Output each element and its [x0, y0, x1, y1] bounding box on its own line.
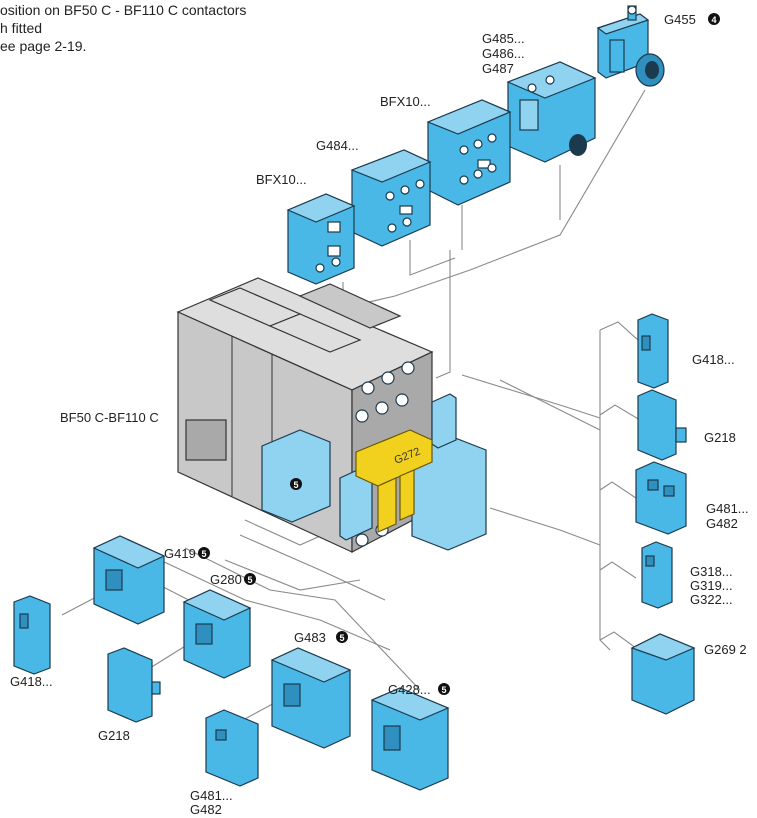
g318-label-2: G319... [690, 578, 733, 593]
g280-label: G280 [210, 572, 242, 587]
svg-text:5: 5 [441, 685, 446, 695]
svg-text:5: 5 [247, 575, 252, 585]
g483-note-badge: 5 [336, 631, 348, 643]
intro-note-line3: ee page 2-19. [0, 38, 86, 54]
bfx10-top-label: BFX10... [380, 94, 431, 109]
bfx10-top-module [426, 99, 512, 206]
contactor-label: BF50 C-BF110 C [60, 410, 159, 425]
g485-label-1: G485... [482, 31, 525, 46]
svg-text:5: 5 [339, 633, 344, 643]
g481-right-label-1: G481... [706, 501, 749, 516]
g269-label: G269 2 [704, 642, 747, 657]
g484-module [350, 149, 432, 247]
g218-left-label: G218 [98, 728, 130, 743]
g419-module [92, 535, 166, 625]
g483-label: G483 [294, 630, 326, 645]
g280-note-badge: 5 [244, 573, 256, 585]
g218-right-label: G218 [704, 430, 736, 445]
g418-left-module [13, 595, 51, 675]
intro-note-line1: osition on BF50 C - BF110 C contactors [0, 2, 246, 18]
side-block-left: 5 [261, 429, 331, 523]
g428-label: G428... [388, 682, 431, 697]
g485-module [506, 61, 597, 163]
g419-note-badge: 5 [198, 547, 210, 559]
svg-text:4: 4 [711, 15, 716, 25]
g481-left-module [205, 709, 259, 787]
g455-label: G455 [664, 12, 696, 27]
svg-text:5: 5 [201, 549, 206, 559]
intro-note: osition on BF50 C - BF110 C contactors h… [0, 2, 246, 54]
g419-label: G419 [164, 546, 196, 561]
g418-right-module [637, 313, 669, 389]
svg-text:5: 5 [293, 480, 298, 490]
g318-label-3: G322... [690, 592, 733, 607]
g218-left-module [107, 647, 161, 723]
g318-module [641, 541, 673, 609]
intro-note-line2: h fitted [0, 20, 42, 36]
g481-left-label-2: G482 [190, 802, 222, 817]
g485-label-2: G486... [482, 46, 525, 61]
g418-left-label: G418... [10, 674, 53, 689]
g481-left-label-1: G481... [190, 788, 233, 803]
g481-right-label-2: G482 [706, 516, 738, 531]
g318-label-1: G318... [690, 564, 733, 579]
g218-right-module [637, 389, 687, 461]
g485-label-3: G487 [482, 61, 514, 76]
g428-module [370, 687, 450, 791]
g455-pushbutton-module [596, 5, 665, 87]
g481-right-module [635, 461, 687, 535]
note-4-badge: 4 [708, 13, 720, 25]
g428-note-badge: 5 [438, 683, 450, 695]
g483-module [270, 647, 352, 749]
g418-right-label: G418... [692, 352, 735, 367]
g269-module [630, 633, 696, 715]
bfx10-left-label: BFX10... [256, 172, 307, 187]
g280-module [182, 589, 252, 679]
mechanical-interlock-g272: G272 [355, 429, 433, 533]
g484-label: G484... [316, 138, 359, 153]
bfx10-left-module [286, 193, 356, 285]
